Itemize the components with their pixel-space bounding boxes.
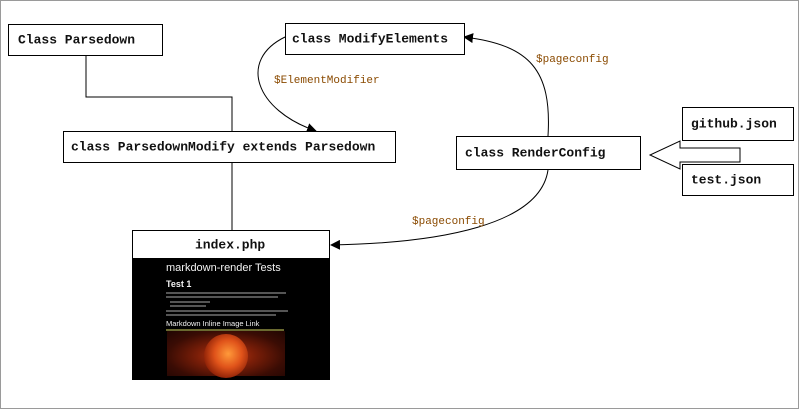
parsedown-modify-class-box: class ParsedownModify extends Parsedown xyxy=(63,131,396,163)
modify-elements-class-box: class ModifyElements xyxy=(285,23,465,55)
json-input-arrow xyxy=(648,140,741,170)
planet-orb xyxy=(204,334,248,378)
parsedown-modify-class-label: class ParsedownModify extends Parsedown xyxy=(71,139,376,155)
screenshot-text-line xyxy=(170,301,210,303)
pageconfig-label-bottom: $pageconfig xyxy=(412,216,485,228)
screenshot-text-line xyxy=(166,292,286,294)
screenshot-code-line xyxy=(166,329,284,331)
pageconfig-arrow-top xyxy=(463,33,549,137)
index-php-label: index.php xyxy=(195,237,266,252)
rendered-page-screenshot: markdown-render Tests Test 1 Markdown In… xyxy=(132,258,330,380)
element-modifier-label: $ElementModifier xyxy=(274,75,380,87)
screenshot-subheading: Markdown Inline Image Link xyxy=(166,319,260,328)
render-config-class-box: class RenderConfig xyxy=(456,136,641,170)
screenshot-planet-image xyxy=(167,331,285,378)
screenshot-text-line xyxy=(166,310,288,312)
screenshot-heading: Test 1 xyxy=(166,279,192,289)
inheritance-connector xyxy=(85,55,233,131)
github-json-label: github.json xyxy=(691,116,777,132)
screenshot-text-line xyxy=(166,314,276,316)
screenshot-text-line xyxy=(166,296,278,298)
parsedown-class-label: Class Parsedown xyxy=(18,32,136,48)
github-json-box: github.json xyxy=(682,107,794,141)
test-json-box: test.json xyxy=(682,164,794,196)
pageconfig-arrow-bottom xyxy=(330,169,549,250)
render-config-class-label: class RenderConfig xyxy=(465,145,606,161)
screenshot-text-line xyxy=(170,305,206,307)
test-json-label: test.json xyxy=(691,172,762,188)
parsedown-class-box: Class Parsedown xyxy=(8,24,163,56)
screenshot-title: markdown-render Tests xyxy=(166,262,281,274)
modify-elements-class-label: class ModifyElements xyxy=(292,31,449,47)
pageconfig-label-top: $pageconfig xyxy=(536,54,609,66)
index-php-box: index.php xyxy=(132,230,330,259)
element-modifier-arrow xyxy=(257,36,317,133)
